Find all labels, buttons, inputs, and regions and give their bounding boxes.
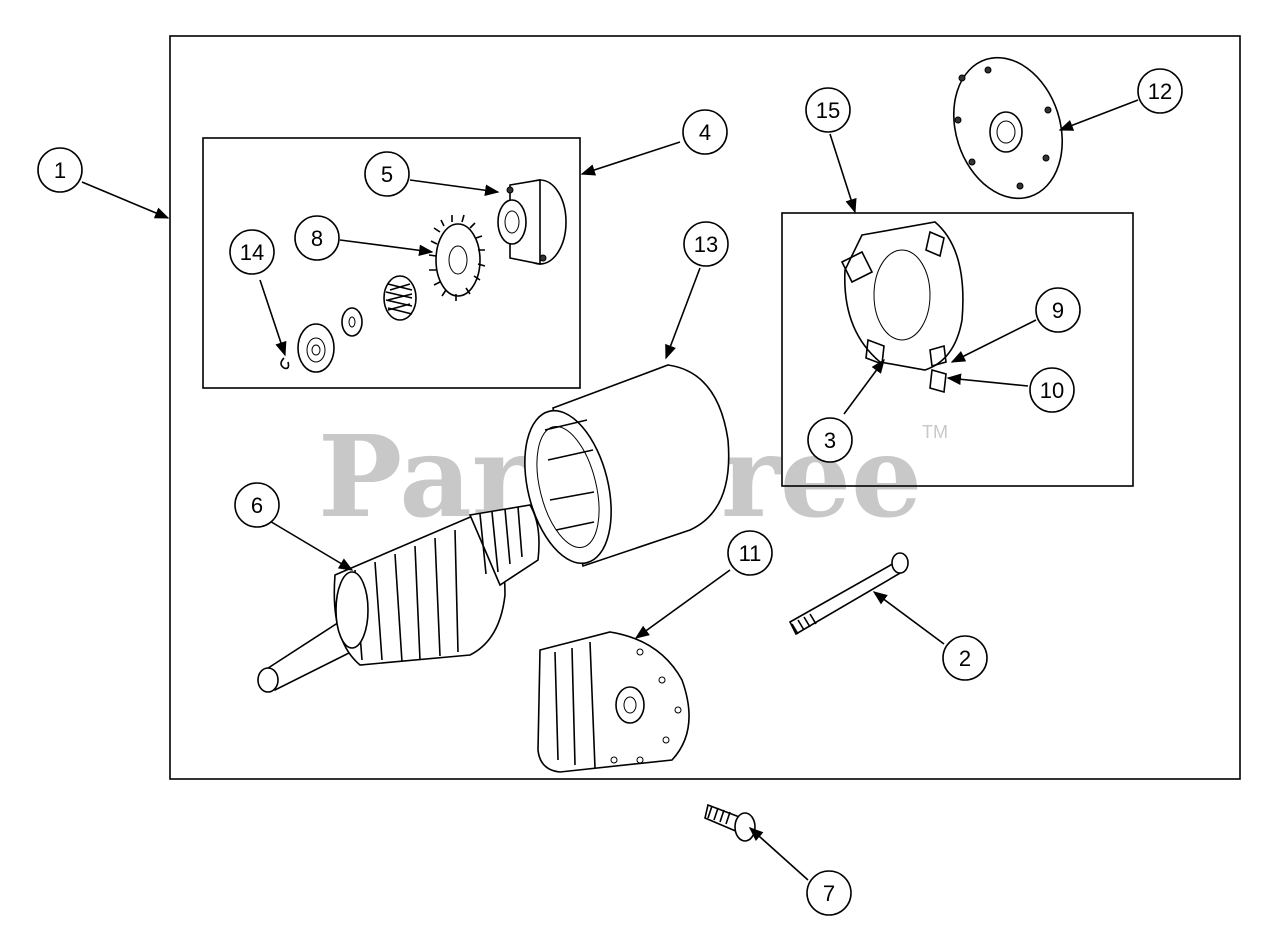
callout-11[interactable]: 11 bbox=[727, 530, 773, 576]
callout-6[interactable]: 6 bbox=[234, 482, 280, 528]
callout-15[interactable]: 15 bbox=[805, 87, 851, 133]
watermark-tm: TM bbox=[922, 422, 948, 442]
callout-6-label: 6 bbox=[251, 493, 263, 518]
callout-14[interactable]: 14 bbox=[229, 229, 275, 275]
callout-5[interactable]: 5 bbox=[364, 151, 410, 197]
field-housing-part bbox=[524, 364, 730, 568]
callout-8[interactable]: 8 bbox=[294, 215, 340, 261]
callout-14-label: 14 bbox=[240, 240, 264, 265]
callout-10-label: 10 bbox=[1040, 378, 1064, 403]
callout-7-label: 7 bbox=[823, 881, 835, 906]
brush-holder-box bbox=[781, 212, 1134, 487]
callout-8-label: 8 bbox=[311, 226, 323, 251]
drive-subassembly-box bbox=[202, 137, 581, 389]
callout-12-label: 12 bbox=[1148, 79, 1172, 104]
mounting-screw-part bbox=[704, 803, 756, 842]
callout-2[interactable]: 2 bbox=[942, 635, 988, 681]
washer-part bbox=[341, 307, 363, 337]
stop-collar-part bbox=[297, 323, 335, 373]
callout-1[interactable]: 1 bbox=[37, 147, 83, 193]
callout-7[interactable]: 7 bbox=[806, 870, 852, 916]
leader-lines bbox=[81, 99, 1139, 881]
callout-9[interactable]: 9 bbox=[1035, 287, 1081, 333]
callout-3[interactable]: 3 bbox=[807, 417, 853, 463]
assembly-frame bbox=[169, 35, 1241, 780]
through-bolt-part bbox=[788, 552, 909, 636]
callout-4[interactable]: 4 bbox=[682, 109, 728, 155]
spring-part bbox=[383, 275, 417, 321]
callout-11-label: 11 bbox=[739, 541, 762, 566]
callout-10[interactable]: 10 bbox=[1029, 367, 1075, 413]
callout-13-label: 13 bbox=[694, 232, 718, 257]
callout-5-label: 5 bbox=[381, 162, 393, 187]
end-plate-part bbox=[537, 631, 690, 773]
callout-3-label: 3 bbox=[824, 428, 836, 453]
armature-part bbox=[257, 504, 540, 693]
callout-4-label: 4 bbox=[699, 120, 711, 145]
brush-holder-part bbox=[840, 221, 964, 394]
callout-15-label: 15 bbox=[816, 98, 840, 123]
callout-13[interactable]: 13 bbox=[683, 221, 729, 267]
callout-2-label: 2 bbox=[959, 646, 971, 671]
drive-housing-part bbox=[497, 179, 567, 265]
callout-12[interactable]: 12 bbox=[1137, 68, 1183, 114]
pinion-gear-part bbox=[428, 214, 486, 301]
end-cap-part bbox=[952, 56, 1064, 200]
callout-9-label: 9 bbox=[1052, 298, 1064, 323]
retaining-clip-part bbox=[280, 357, 290, 370]
callout-1-label: 1 bbox=[54, 158, 66, 183]
